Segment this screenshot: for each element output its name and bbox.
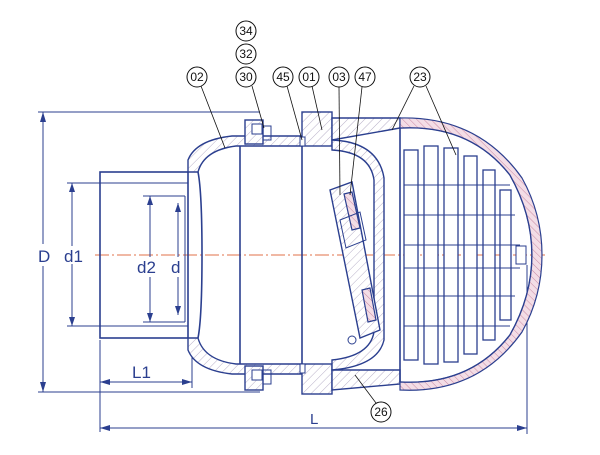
center-flange xyxy=(299,111,333,395)
svg-text:02: 02 xyxy=(190,70,204,84)
callout-30: 30 xyxy=(235,66,265,129)
callout-03: 03 xyxy=(328,66,350,196)
svg-text:23: 23 xyxy=(413,70,427,84)
svg-text:45: 45 xyxy=(276,70,290,84)
callout-26: 26 xyxy=(354,374,392,423)
callout-47: 47 xyxy=(349,66,376,196)
svg-text:32: 32 xyxy=(239,47,253,61)
right-body xyxy=(331,117,401,391)
strainer-basket xyxy=(399,117,543,391)
check-disc xyxy=(329,181,381,345)
callout-02: 02 xyxy=(186,66,226,149)
label-d2: d2 xyxy=(137,258,156,277)
label-L: L xyxy=(310,411,318,428)
callout-01: 01 xyxy=(298,66,323,131)
label-d1: d1 xyxy=(64,247,83,266)
svg-text:26: 26 xyxy=(374,405,388,419)
callout-32: 32 xyxy=(235,43,257,65)
dimension-L: L xyxy=(100,265,528,434)
inlet-socket xyxy=(99,171,189,339)
dimension-D: D xyxy=(36,111,260,393)
svg-text:03: 03 xyxy=(332,70,346,84)
cage-ribs xyxy=(403,145,520,365)
dimension-d2: d2 xyxy=(136,195,185,323)
dimension-d1: d1 xyxy=(64,182,100,327)
svg-text:34: 34 xyxy=(239,24,253,38)
dimension-d: d xyxy=(169,203,183,315)
label-d: d xyxy=(171,258,180,277)
union-flange-left xyxy=(244,119,272,391)
callout-34: 34 xyxy=(235,20,257,42)
label-L1: L1 xyxy=(132,363,151,382)
svg-text:01: 01 xyxy=(302,70,316,84)
callout-23: 23 xyxy=(391,66,457,156)
svg-text:30: 30 xyxy=(239,70,253,84)
label-D: D xyxy=(38,247,50,266)
dimension-L1: L1 xyxy=(99,340,193,432)
svg-text:47: 47 xyxy=(358,70,372,84)
callout-45: 45 xyxy=(272,66,303,141)
